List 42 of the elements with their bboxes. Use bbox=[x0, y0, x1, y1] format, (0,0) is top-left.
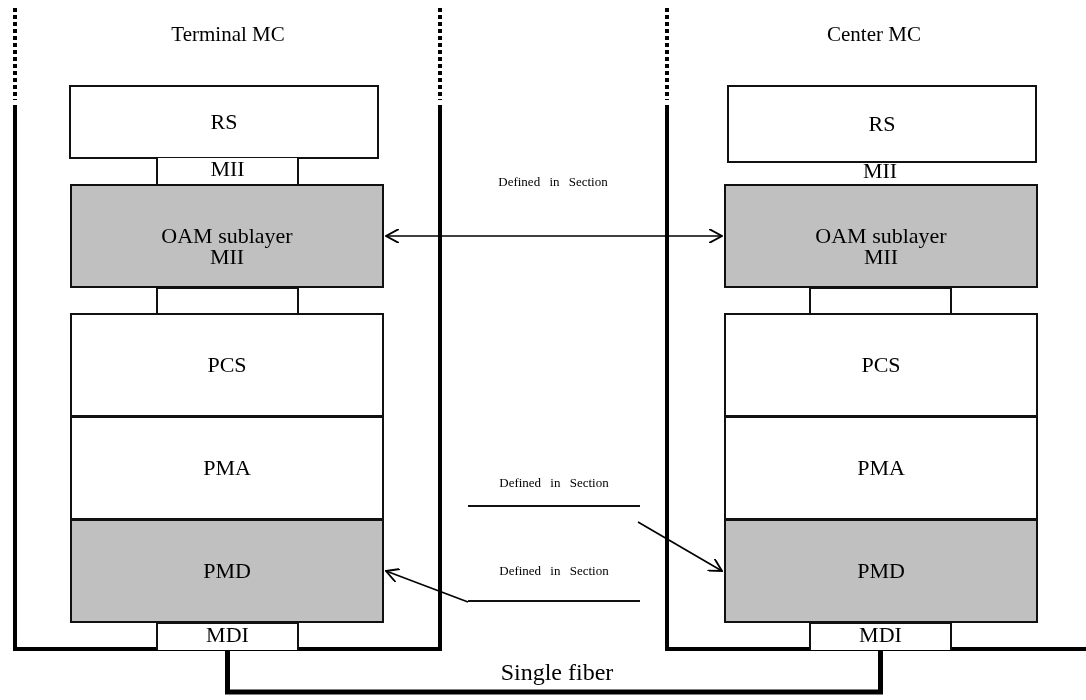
layer-label: PMA bbox=[857, 457, 905, 479]
layer-label: MDI bbox=[206, 624, 249, 646]
leader-text bbox=[468, 564, 640, 602]
layer-box bbox=[727, 85, 1037, 163]
enclosure-heading: Terminal MC bbox=[171, 22, 285, 46]
interface-label: MII bbox=[862, 160, 898, 182]
leader-text bbox=[468, 476, 640, 507]
fiber-line bbox=[225, 650, 883, 695]
layer-box bbox=[724, 313, 1038, 417]
arrow bbox=[385, 228, 723, 244]
layer-label: PMD bbox=[857, 560, 905, 582]
layer-box bbox=[70, 184, 384, 288]
layer-label: PMA bbox=[203, 457, 251, 479]
interface-box bbox=[156, 622, 299, 650]
arrow bbox=[385, 568, 469, 603]
interface-box bbox=[809, 622, 952, 650]
layer-label: PMD bbox=[203, 560, 251, 582]
layer-label: MII bbox=[209, 247, 245, 268]
layer-label: RS bbox=[210, 111, 238, 133]
layer-label: RS bbox=[868, 113, 896, 135]
interface-box bbox=[156, 287, 299, 314]
layer-label: OAM sublayer bbox=[161, 226, 293, 247]
layer-box bbox=[70, 519, 384, 623]
arrow bbox=[637, 521, 723, 572]
enclosure-heading: Center MC bbox=[827, 22, 921, 46]
layer-label: PCS bbox=[207, 354, 247, 376]
layer-label: MII bbox=[863, 247, 899, 268]
note-text: Defined in Section bbox=[499, 476, 609, 489]
layer-box bbox=[69, 85, 379, 159]
layer-box bbox=[70, 313, 384, 417]
note-text: Defined in Section bbox=[499, 564, 609, 577]
layer-box bbox=[70, 416, 384, 520]
layer-box bbox=[724, 184, 1038, 288]
layer-box bbox=[724, 416, 1038, 520]
layer-label: PCS bbox=[861, 354, 901, 376]
edge-label: Defined in Section bbox=[498, 174, 608, 188]
layer-label: OAM sublayer bbox=[815, 226, 947, 247]
layer-label: MII bbox=[210, 158, 245, 180]
interface-box bbox=[809, 287, 952, 314]
interface-box bbox=[156, 158, 299, 185]
layer-label: MDI bbox=[859, 624, 902, 646]
layer-box bbox=[724, 519, 1038, 623]
